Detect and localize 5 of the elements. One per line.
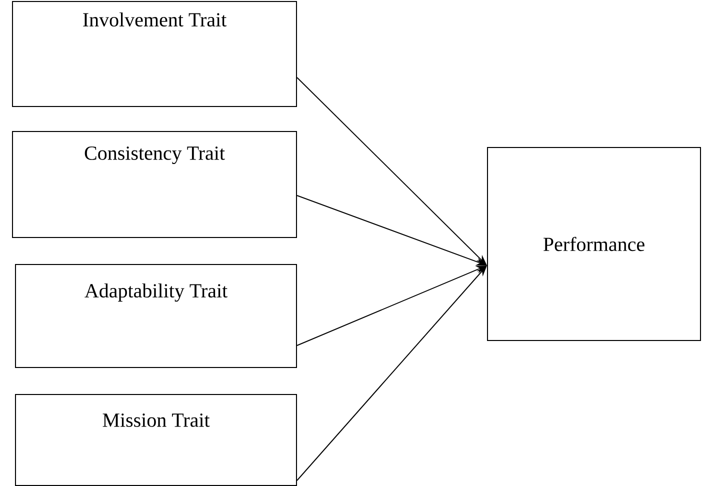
text-box: Mission Trait [15, 394, 297, 486]
text-box: Consistency Trait [12, 131, 297, 238]
text-box: Performance [487, 147, 701, 341]
text-box: Adaptability Trait [15, 264, 297, 368]
text-box: Involvement Trait [12, 1, 297, 107]
